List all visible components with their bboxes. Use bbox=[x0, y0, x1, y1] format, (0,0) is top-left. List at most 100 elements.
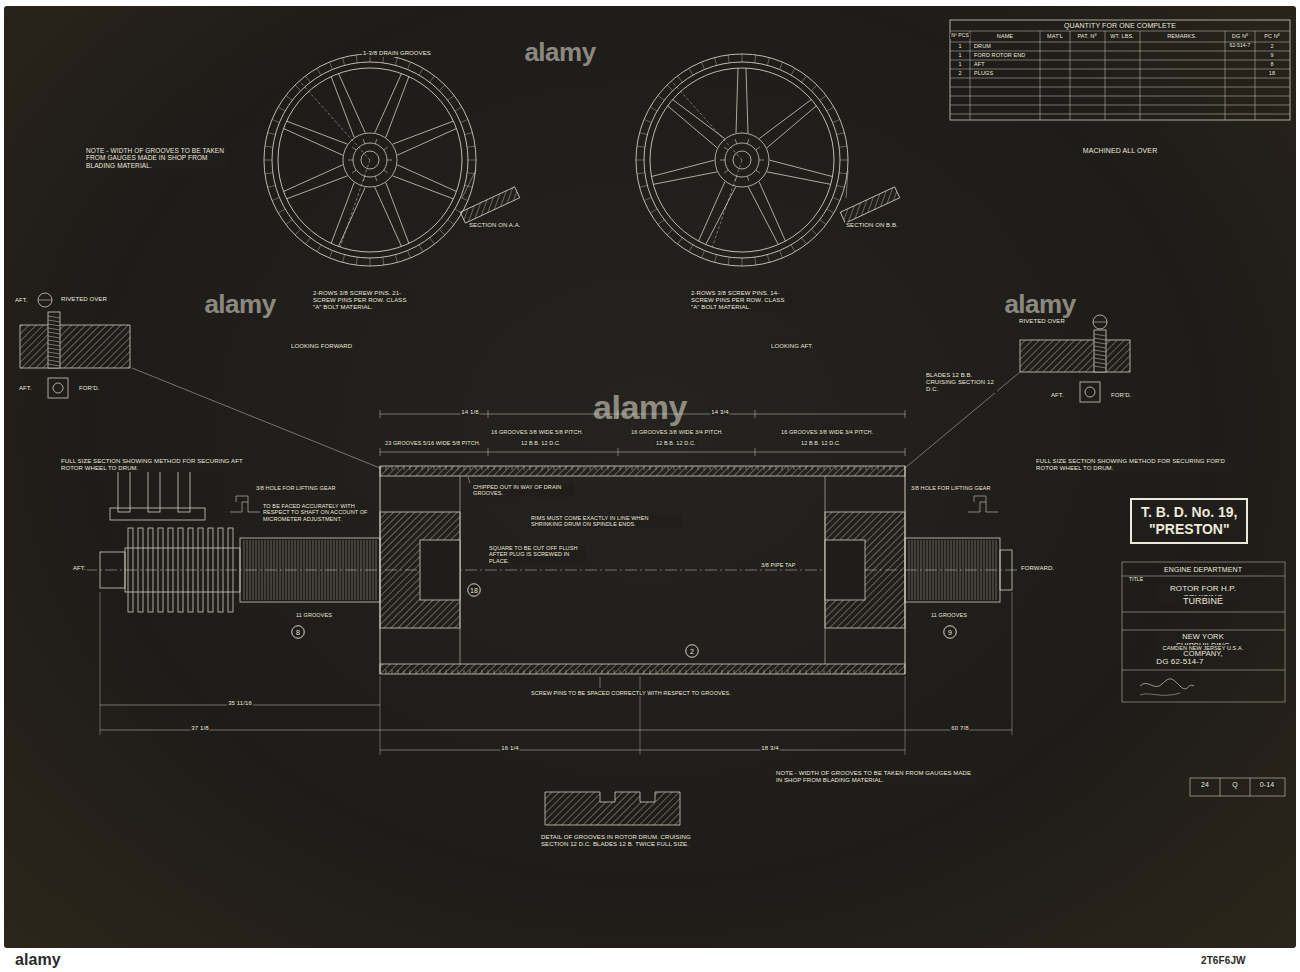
aft-detail-section bbox=[20, 325, 130, 368]
blade-groove bbox=[566, 670, 567, 674]
screw-thread bbox=[48, 332, 60, 334]
view-caption: DETAIL OF GROOVES IN ROTOR DRUM. CRUISIN… bbox=[540, 834, 692, 848]
spindle-thread bbox=[346, 540, 347, 600]
blade-groove bbox=[848, 670, 849, 674]
dimension: 12 B.B. 12 D.C. bbox=[520, 440, 562, 446]
table-rule bbox=[1070, 31, 1071, 120]
screw-pin-mark bbox=[295, 229, 301, 235]
screw-pin-mark bbox=[439, 229, 445, 235]
blade-groove bbox=[800, 466, 801, 470]
blade-groove bbox=[404, 670, 405, 674]
plug-bore bbox=[825, 540, 865, 600]
table-cell: 18 bbox=[1268, 70, 1276, 76]
blade-groove bbox=[740, 670, 741, 674]
spindle-hub bbox=[380, 512, 460, 628]
spindle-thread bbox=[244, 540, 245, 600]
blade-groove bbox=[704, 466, 705, 470]
wheel-spoke bbox=[287, 176, 348, 199]
screw-pin-mark bbox=[767, 58, 769, 66]
blade-groove bbox=[836, 466, 837, 470]
screw-thread bbox=[48, 328, 60, 330]
spindle-thread bbox=[352, 540, 353, 600]
spindle-thread bbox=[295, 540, 296, 600]
blade-groove bbox=[752, 670, 753, 674]
spindle-thread bbox=[960, 540, 961, 600]
blade-groove bbox=[644, 466, 645, 470]
screw-pin-mark bbox=[791, 245, 795, 252]
blade-groove bbox=[752, 466, 753, 470]
signature bbox=[1140, 679, 1194, 689]
screw-pin-mark bbox=[461, 198, 468, 201]
wheel-spoke bbox=[338, 73, 365, 132]
callout-number: 2 bbox=[690, 648, 694, 655]
wheel-rim bbox=[650, 68, 834, 252]
blade-groove bbox=[686, 670, 687, 674]
screw-pin-mark bbox=[644, 119, 651, 122]
sheet-number: Q bbox=[1231, 781, 1239, 789]
callout-circle: 2 bbox=[685, 644, 699, 658]
blade-groove bbox=[770, 466, 771, 470]
hub-key bbox=[724, 170, 728, 173]
spindle-thread bbox=[301, 540, 302, 600]
collar-tooth bbox=[218, 528, 223, 612]
note: NOTE - WIDTH OF GROOVES TO BE TAKEN FROM… bbox=[85, 147, 227, 169]
blade-groove bbox=[770, 670, 771, 674]
table-cell: 1 bbox=[957, 52, 962, 58]
blade-groove bbox=[392, 670, 393, 674]
blade-groove bbox=[554, 466, 555, 470]
spindle-thread bbox=[996, 540, 997, 600]
blade-groove bbox=[896, 466, 897, 470]
screw-pin-mark bbox=[383, 257, 384, 265]
title-text: CAMDEN NEW JERSEY U.S.A. bbox=[1162, 645, 1245, 651]
screw-thread bbox=[48, 336, 60, 338]
screw-pin-mark bbox=[439, 85, 445, 91]
screw-pin-mark bbox=[677, 76, 682, 82]
blade-groove bbox=[500, 670, 501, 674]
spindle-thread bbox=[271, 540, 272, 600]
blade-groove bbox=[866, 466, 867, 470]
screw-pin bbox=[48, 312, 60, 368]
blade-groove bbox=[482, 466, 483, 470]
blade-groove bbox=[392, 466, 393, 470]
screw-pin-mark bbox=[395, 255, 397, 263]
spindle-thread bbox=[280, 540, 281, 600]
screw-plan-circle bbox=[1085, 387, 1095, 397]
blade-groove bbox=[536, 466, 537, 470]
table-rule bbox=[950, 78, 1290, 79]
shaft-end bbox=[1000, 550, 1012, 590]
spindle-thread bbox=[957, 540, 958, 600]
leader-line bbox=[905, 372, 1020, 468]
blade-groove bbox=[410, 466, 411, 470]
drum-bore-line bbox=[460, 476, 461, 664]
blade-groove bbox=[632, 466, 633, 470]
blade-groove bbox=[482, 670, 483, 674]
spindle-thread bbox=[984, 540, 985, 600]
table-header: Nº PCS bbox=[950, 33, 970, 39]
screw-pin-mark bbox=[286, 220, 292, 225]
blade-groove bbox=[638, 466, 639, 470]
table-rule bbox=[950, 31, 1290, 32]
spindle-thread bbox=[373, 540, 374, 600]
wheel-spoke bbox=[283, 165, 342, 192]
hub-key bbox=[747, 139, 749, 144]
table-rule bbox=[950, 69, 1290, 70]
wheel-spoke bbox=[393, 176, 454, 199]
spindle-thread bbox=[253, 540, 254, 600]
table-header: PAT. Nº bbox=[1076, 33, 1097, 39]
blade-groove bbox=[758, 466, 759, 470]
sheet-number: 0-14 bbox=[1259, 781, 1275, 789]
blade-groove bbox=[818, 466, 819, 470]
callout-circle: 8 bbox=[291, 625, 305, 639]
wheel-spoke bbox=[393, 121, 454, 144]
screw-pin-mark bbox=[467, 146, 475, 147]
screw-pin-mark bbox=[839, 173, 847, 174]
table-cell: AFT bbox=[973, 61, 986, 67]
screw-plan-view bbox=[48, 378, 68, 398]
dimension: 12 B.B. 12 D.C. bbox=[655, 440, 697, 446]
blade-groove bbox=[746, 670, 747, 674]
blade-groove bbox=[842, 466, 843, 470]
spindle-thread bbox=[247, 540, 248, 600]
coupling-end bbox=[100, 552, 125, 588]
dimension: 11 GROOVES bbox=[295, 612, 333, 618]
